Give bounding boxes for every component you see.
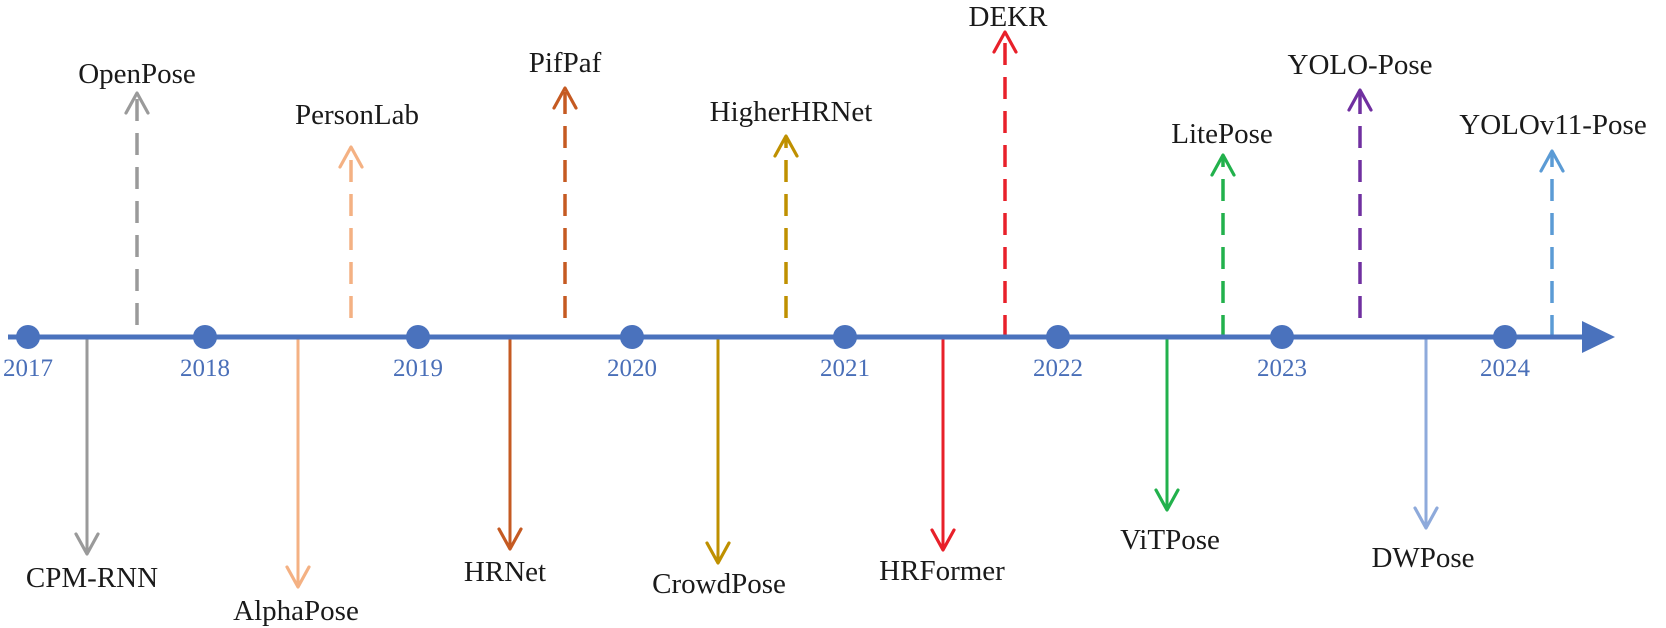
label-dwpose: DWPose (1371, 542, 1474, 574)
arrow-dekr-head (992, 30, 1018, 54)
arrow-openpose-head (124, 91, 150, 115)
arrow-vitpose-head (1154, 488, 1180, 512)
arrow-dwpose (1413, 337, 1439, 530)
year-label-2020: 2020 (607, 355, 657, 382)
label-higherhrnet: HigherHRNet (710, 96, 873, 128)
year-label-2023: 2023 (1257, 355, 1307, 382)
arrow-yolo-pose (1347, 88, 1373, 318)
timeline-arrowhead (1582, 321, 1615, 353)
arrow-pifpaf-head (552, 86, 578, 110)
year-dot-2022 (1046, 325, 1070, 349)
year-dot-2023 (1270, 325, 1294, 349)
label-dekr: DEKR (969, 1, 1049, 33)
label-vitpose: ViTPose (1120, 524, 1220, 556)
arrow-openpose (124, 91, 150, 325)
year-label-2024: 2024 (1480, 355, 1531, 382)
label-personlab: PersonLab (295, 99, 419, 131)
method-arrows (74, 30, 1565, 589)
arrow-cpm-rnn (74, 337, 100, 556)
arrow-pifpaf (552, 86, 578, 318)
year-label-2022: 2022 (1033, 355, 1083, 382)
year-dot-2017 (16, 325, 40, 349)
arrow-higherhrnet (773, 134, 799, 318)
year-dot-2021 (833, 325, 857, 349)
arrow-cpm-rnn-head (74, 532, 100, 556)
year-label-2017: 2017 (3, 355, 53, 382)
arrow-personlab-head (338, 145, 364, 169)
arrow-alphapose-head (285, 565, 311, 589)
label-hrformer: HRFormer (879, 555, 1005, 587)
label-litepose: LitePose (1171, 118, 1273, 150)
arrow-litepose (1210, 153, 1236, 337)
arrow-hrformer-head (930, 528, 956, 552)
label-openpose: OpenPose (78, 58, 196, 90)
label-yolov11-pose: YOLOv11-Pose (1459, 109, 1646, 141)
arrow-crowdpose (705, 337, 731, 565)
arrow-yolo-pose-head (1347, 88, 1373, 112)
arrow-hrnet-head (497, 527, 523, 551)
arrow-yolov11-pose-head (1539, 149, 1565, 173)
label-alphapose: AlphaPose (233, 595, 359, 627)
arrow-crowdpose-head (705, 541, 731, 565)
timeline-axis (8, 321, 1615, 353)
label-crowdpose: CrowdPose (652, 568, 786, 600)
year-dot-2019 (406, 325, 430, 349)
year-label-2019: 2019 (393, 355, 443, 382)
arrow-yolov11-pose (1539, 149, 1565, 337)
arrow-litepose-head (1210, 153, 1236, 177)
year-label-2021: 2021 (820, 355, 870, 382)
label-cpm-rnn: CPM-RNN (26, 562, 158, 594)
year-label-2018: 2018 (180, 355, 230, 382)
arrow-hrnet (497, 337, 523, 551)
year-dot-2020 (620, 325, 644, 349)
arrow-vitpose (1154, 337, 1180, 512)
label-hrnet: HRNet (464, 556, 546, 588)
arrow-higherhrnet-head (773, 134, 799, 158)
label-yolo-pose: YOLO-Pose (1288, 49, 1433, 81)
label-pifpaf: PifPaf (529, 47, 602, 79)
arrow-dwpose-head (1413, 506, 1439, 530)
arrow-hrformer (930, 337, 956, 552)
year-dot-2024 (1493, 325, 1517, 349)
year-markers: 2017 2018 2019 2020 2021 2022 2023 2024 (3, 325, 1531, 382)
arrow-dekr (992, 30, 1018, 337)
arrow-personlab (338, 145, 364, 318)
year-dot-2018 (193, 325, 217, 349)
arrow-alphapose (285, 337, 311, 589)
